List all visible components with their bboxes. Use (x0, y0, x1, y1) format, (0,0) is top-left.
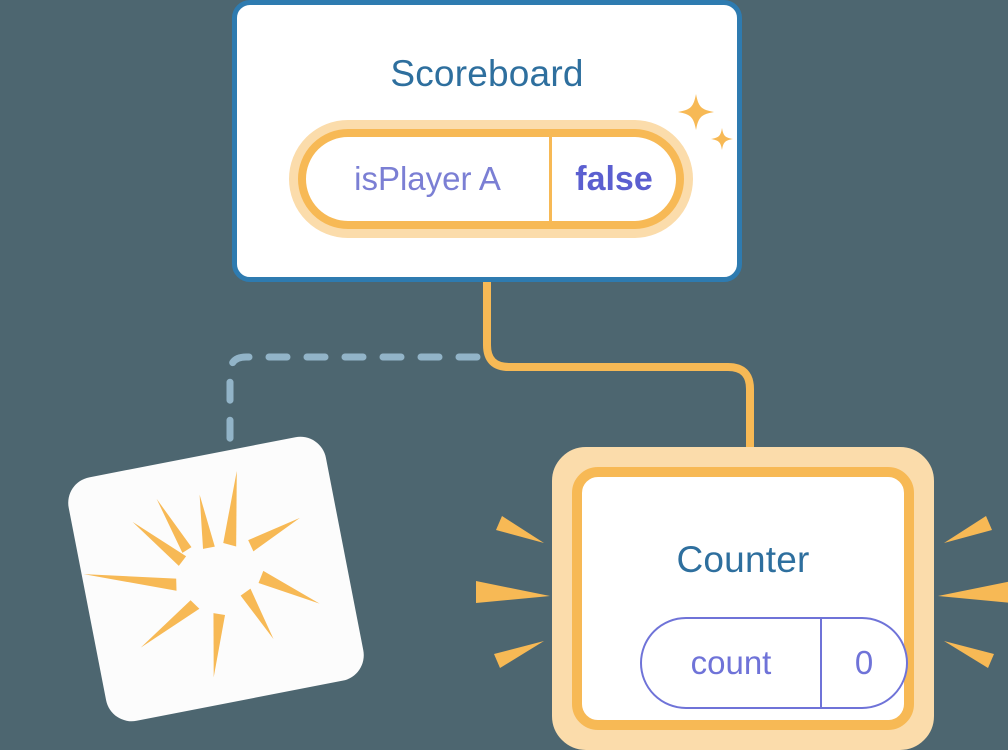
counter-prop-key: count (642, 619, 822, 707)
burst-ray (938, 581, 1008, 603)
burst-ray (476, 581, 550, 603)
radial-burst-icon (83, 471, 320, 678)
burst-ray (944, 641, 994, 668)
card-flash-highlight[interactable] (63, 432, 369, 726)
sparkle-group (678, 94, 733, 150)
burst-ray (496, 516, 544, 543)
burst-ray (140, 600, 200, 648)
counter-prop-value: 0 (854, 644, 874, 681)
burst-ray (199, 494, 215, 549)
burst-ray (156, 498, 192, 553)
burst-ray (494, 641, 544, 668)
burst-ray (240, 588, 274, 640)
counter-title: Counter (676, 539, 810, 580)
card-counter-body: Counter count 0 (572, 467, 914, 730)
burst-ray (258, 570, 320, 604)
radial-burst-left-icon (476, 516, 550, 668)
connector-scoreboard-to-counter (483, 282, 754, 460)
scoreboard-prop-key: isPlayer A (306, 137, 552, 221)
counter-prop-pill[interactable]: count 0 (640, 617, 908, 709)
card-counter[interactable]: Counter count 0 (552, 447, 934, 750)
burst-ray (213, 613, 226, 678)
sparkle-star-small-icon (711, 128, 733, 150)
card-scoreboard[interactable]: Scoreboard isPlayer A false (232, 0, 742, 282)
burst-ray (223, 471, 237, 547)
burst-ray (83, 574, 177, 591)
burst-ray (944, 516, 992, 543)
burst-ray (132, 521, 187, 566)
sparkle-star-icon (678, 94, 714, 130)
pill-highlight-body: isPlayer A false (298, 129, 684, 229)
burst-ray (248, 517, 300, 552)
scoreboard-title: Scoreboard (390, 53, 584, 94)
radial-burst-right-icon (938, 516, 1008, 668)
scoreboard-prop-pill[interactable]: isPlayer A false (289, 120, 693, 238)
scoreboard-prop-value: false (575, 159, 653, 198)
